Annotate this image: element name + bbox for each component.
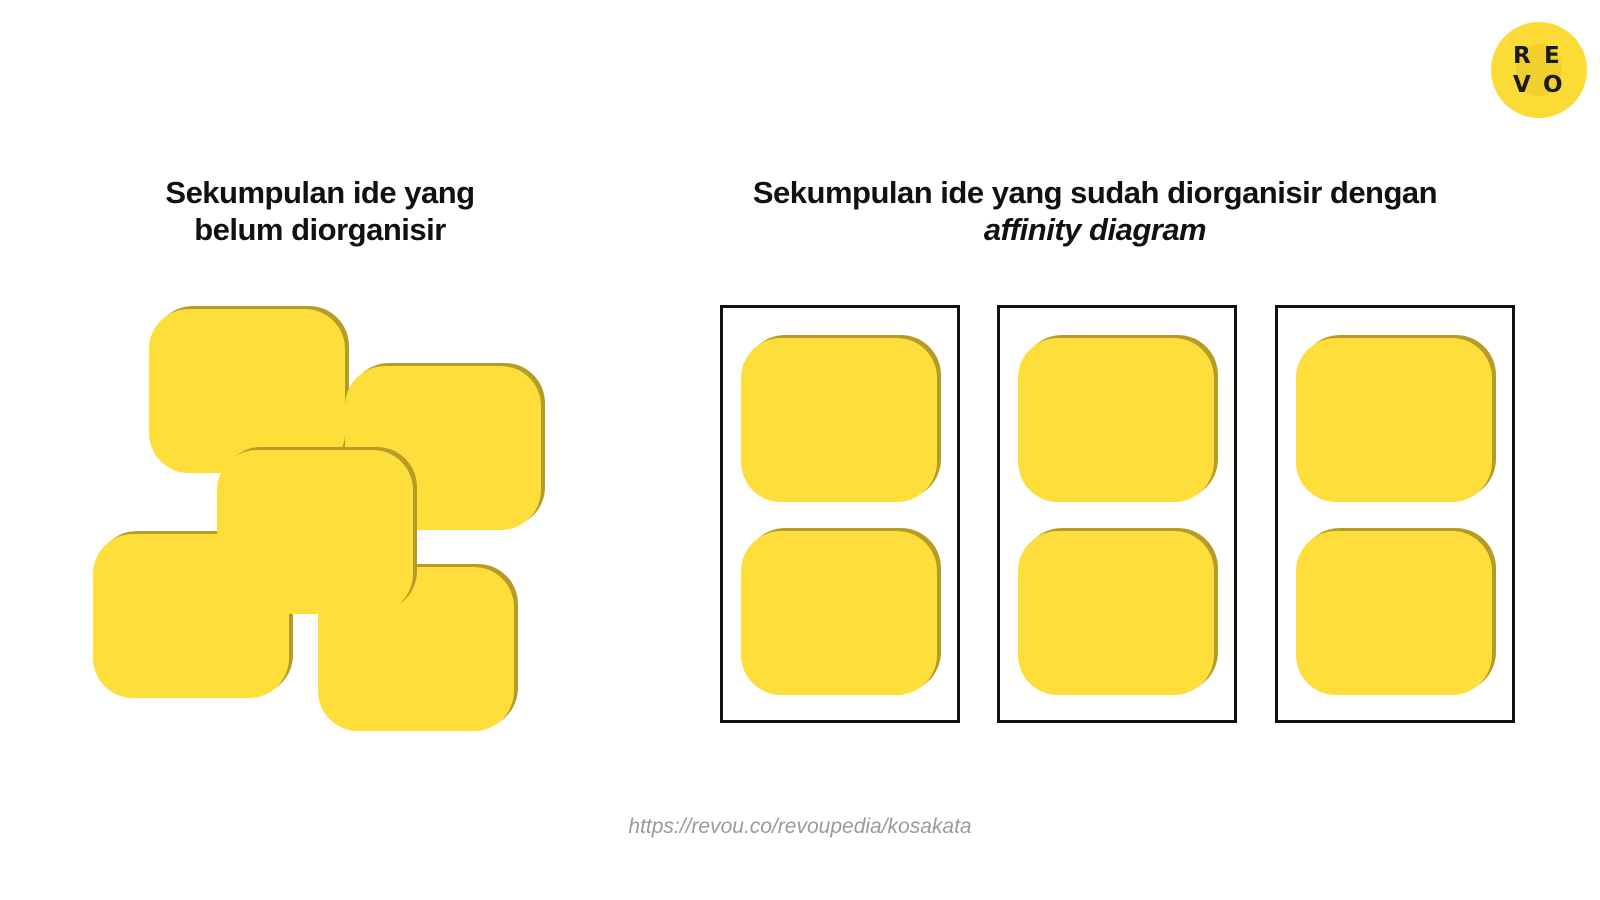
grouped-note: [741, 338, 937, 502]
grouped-note: [1296, 338, 1492, 502]
source-url: https://revou.co/revoupedia/kosakata: [628, 815, 972, 838]
unorganized-ideas-title: Sekumpulan ide yang belum diorganisir: [110, 174, 530, 248]
unorganized-title-line1: Sekumpulan ide yang: [165, 175, 475, 210]
revou-logo: R E V O: [1491, 22, 1587, 118]
logo-letter-r: R: [1513, 43, 1531, 69]
grouped-note: [1296, 531, 1492, 695]
scattered-note-1: [149, 309, 345, 473]
logo-emblem: [1516, 44, 1562, 96]
unorganized-title-line2: belum diorganisir: [194, 212, 446, 247]
affinity-group-2: [997, 305, 1237, 723]
affinity-group-1: [720, 305, 960, 723]
logo-letter-o: O: [1543, 72, 1563, 98]
grouped-note: [741, 531, 937, 695]
scattered-note-5: [217, 450, 413, 614]
grouped-note: [1018, 338, 1214, 502]
grouped-note: [1018, 531, 1214, 695]
organized-title-line1: Sekumpulan ide yang sudah diorganisir de…: [752, 175, 1438, 210]
logo-letter-e: E: [1544, 43, 1560, 69]
organized-title-line2: affinity diagram: [983, 212, 1207, 247]
logo-letter-v: V: [1513, 72, 1531, 98]
affinity-group-3: [1275, 305, 1515, 723]
organized-ideas-title: Sekumpulan ide yang sudah diorganisir de…: [715, 174, 1475, 248]
